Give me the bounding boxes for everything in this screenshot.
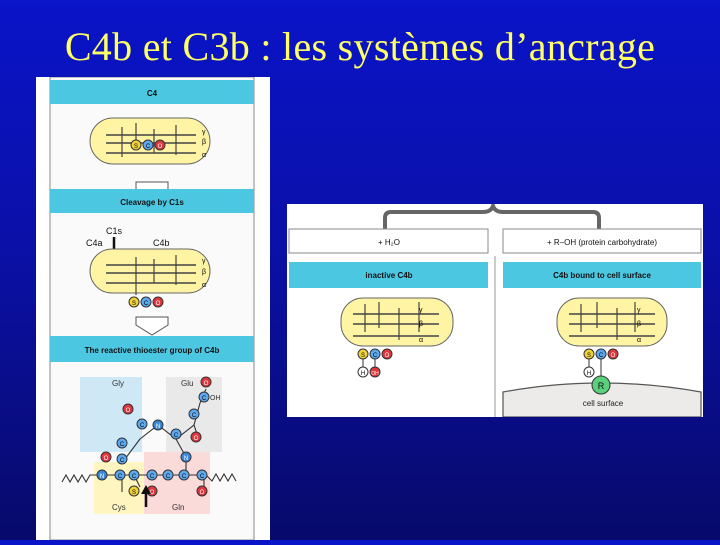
bound-c4b-header-bar xyxy=(503,262,701,288)
thioester-header-text: The reactive thioester group of C4b xyxy=(85,346,220,355)
atom-c-label: C xyxy=(150,474,155,480)
r-group-label: R xyxy=(598,381,605,391)
chain-beta-label: β xyxy=(202,139,206,146)
atom-c-label: C xyxy=(120,442,125,448)
atom-c-label: C xyxy=(132,474,137,480)
bound-c4b-header-text: C4b bound to cell surface xyxy=(553,271,651,280)
c4-cleavage-panel: C4 S C O γ β α Cleavage by C1s C1s C4a C… xyxy=(36,76,270,541)
water-label: + H₂O xyxy=(378,238,400,247)
chain-gamma-label: γ xyxy=(202,129,206,136)
atom-c-label: C xyxy=(146,144,151,150)
atom-o-label: O xyxy=(611,353,616,359)
inactive-c4b-molecule: S C O H OH γ β α xyxy=(340,297,454,378)
atom-c-label: C xyxy=(140,423,145,429)
atom-o-label: O xyxy=(126,408,131,414)
c4-cleavage-diagram: C4 S C O γ β α Cleavage by C1s C1s C4a C… xyxy=(36,76,270,541)
atom-s-label: S xyxy=(361,353,365,359)
chain-alpha-label: α xyxy=(202,282,206,289)
c4-header-text: C4 xyxy=(147,89,158,98)
slide-title: C4b et C3b : les systèmes d’ancrage xyxy=(64,24,656,69)
flow-arrow xyxy=(135,316,169,336)
c4-molecule: S C O γ β α xyxy=(89,117,211,165)
atom-o-label: O xyxy=(385,353,390,359)
atom-h-label: H xyxy=(587,371,591,377)
chain-gamma-label: γ xyxy=(202,258,206,265)
c4b-fate-diagram: + H₂O + R–OH (protein carbohydrate) inac… xyxy=(287,199,703,418)
chain-alpha-label: α xyxy=(637,337,641,344)
atom-c-label: C xyxy=(182,474,187,480)
c4b-label: C4b xyxy=(153,238,170,248)
atom-n-label: N xyxy=(100,474,104,480)
atom-o-label: O xyxy=(194,436,199,442)
atom-oh-label: OH xyxy=(371,371,379,377)
r-group-circle xyxy=(591,375,611,395)
bound-c4b-molecule: S C O H γ β α xyxy=(556,297,668,378)
c4-header-bar xyxy=(50,80,254,104)
atom-c-label: C xyxy=(599,353,604,359)
atom-c-label: C xyxy=(192,413,197,419)
gly-label: Gly xyxy=(112,379,124,388)
oh-label: OH xyxy=(210,395,221,402)
atom-s-label: S xyxy=(132,301,136,307)
cell-surface-label: cell surface xyxy=(583,399,624,408)
atom-o-label: O xyxy=(204,381,209,387)
atom-c-label: C xyxy=(144,301,149,307)
thioester-header-bar xyxy=(50,336,254,362)
c4a-label: C4a xyxy=(86,238,103,248)
cleavage-header-bar xyxy=(50,189,254,213)
chain-alpha-label: α xyxy=(419,337,423,344)
atom-c-label: C xyxy=(118,474,123,480)
atom-h-label: H xyxy=(361,371,365,377)
inactive-c4b-header-text: inactive C4b xyxy=(365,271,412,280)
atom-c-label: C xyxy=(202,396,207,402)
atom-c-label: C xyxy=(166,474,171,480)
atom-o-label: O xyxy=(158,144,163,150)
roh-label: + R–OH (protein carbohydrate) xyxy=(547,238,657,247)
c4b-fate-panel: + H₂O + R–OH (protein carbohydrate) inac… xyxy=(287,199,703,418)
atom-o-label: O xyxy=(150,490,155,496)
cleaved-c4-molecule: S C O γ β α xyxy=(89,248,211,308)
chain-gamma-label: γ xyxy=(419,307,423,314)
atom-n-label: N xyxy=(156,424,160,430)
gln-label: Gln xyxy=(172,503,184,512)
atom-o-label: O xyxy=(200,490,205,496)
atom-c-label: C xyxy=(174,433,179,439)
atom-o-label: O xyxy=(156,301,161,307)
cys-label: Cys xyxy=(112,503,126,512)
chain-alpha-label: α xyxy=(202,152,206,159)
chain-beta-label: β xyxy=(202,269,206,276)
chain-beta-label: β xyxy=(637,321,641,328)
atom-s-label: S xyxy=(132,490,136,496)
thioester-structure: Gly Glu Cys Gln O C OH C C O N C O C O C… xyxy=(61,376,237,514)
atom-n-label: N xyxy=(184,456,188,462)
cleavage-header-text: Cleavage by C1s xyxy=(120,198,184,207)
atom-c-label: C xyxy=(373,353,378,359)
chain-beta-label: β xyxy=(419,321,423,328)
atom-c-label: C xyxy=(200,474,205,480)
chain-gamma-label: γ xyxy=(637,307,641,314)
atom-o-label: O xyxy=(104,456,109,462)
c1s-label: C1s xyxy=(106,226,123,236)
atom-s-label: S xyxy=(587,353,591,359)
glu-label: Glu xyxy=(181,379,193,388)
atom-s-label: S xyxy=(134,144,138,150)
atom-c-label: C xyxy=(120,458,125,464)
inactive-c4b-header-bar xyxy=(289,262,488,288)
